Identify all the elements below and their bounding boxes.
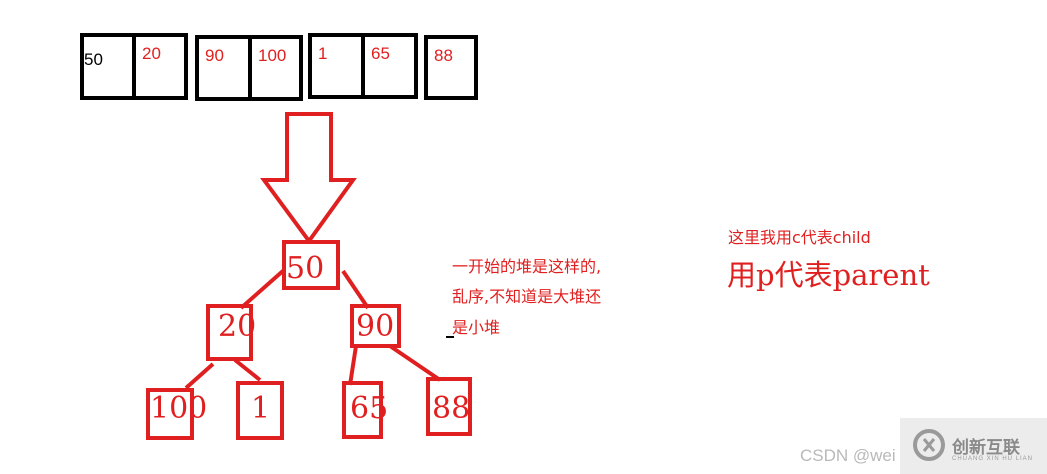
array-cell-value: 100: [258, 46, 287, 65]
legend-child: 这里我用c代表child: [728, 228, 871, 247]
array-cell: 88: [424, 35, 478, 100]
array-cell-value: 65: [371, 44, 390, 63]
tree-node-box: [236, 381, 284, 440]
brand-subtitle: CHUANG XIN HU LIAN: [952, 456, 1034, 462]
brand-logo-icon: [913, 429, 945, 461]
note-line: 是小堆: [452, 317, 501, 337]
csdn-watermark: CSDN @wei: [800, 446, 896, 465]
legend-parent: 用p代表parent: [727, 258, 930, 292]
tree-node-box: [146, 388, 194, 440]
tree-node-box: [350, 304, 401, 348]
tree-node-label: 50: [286, 251, 325, 286]
array-cell-value: 1: [318, 44, 328, 63]
array-cell-value: 50: [84, 50, 103, 69]
array-cell-value: 90: [205, 46, 224, 65]
array-cell-value: 20: [142, 44, 161, 63]
array-cell: 20: [132, 33, 188, 100]
tree-node-label: 1: [251, 391, 271, 426]
brand-name: 创新互联: [952, 438, 1020, 458]
tree-edge: [388, 344, 442, 382]
tree-node-label: 90: [356, 309, 395, 344]
tree-node-label: 20: [218, 309, 257, 344]
tree-edge: [184, 362, 215, 390]
tree-edge: [233, 358, 262, 382]
tree-node-box: [282, 240, 340, 290]
array-cell: 100: [248, 35, 303, 101]
note-line: 乱序,不知道是大堆还: [452, 287, 602, 307]
tree-edge: [341, 269, 370, 310]
tree-edge: [348, 345, 358, 386]
tree-edge: [239, 268, 286, 310]
array-cell: 65: [361, 33, 418, 99]
tree-node-label: 100: [150, 391, 208, 426]
array-cell-value: 88: [434, 46, 453, 65]
brand-watermark: 创新互联 CHUANG XIN HU LIAN: [900, 418, 1047, 474]
note-line: 一开始的堆是这样的,: [452, 257, 602, 276]
tree-node-box: [426, 377, 472, 436]
heap-note: 一开始的堆是这样的, 乱序,不知道是大堆还 是小堆: [452, 252, 652, 343]
down-arrow-icon: [260, 112, 357, 245]
tree-node-box: [342, 381, 383, 439]
tree-node-label: 65: [350, 391, 389, 426]
tree-node-label: 88: [432, 391, 471, 426]
tree-node-box: [206, 304, 253, 361]
text-cursor: [446, 336, 454, 338]
